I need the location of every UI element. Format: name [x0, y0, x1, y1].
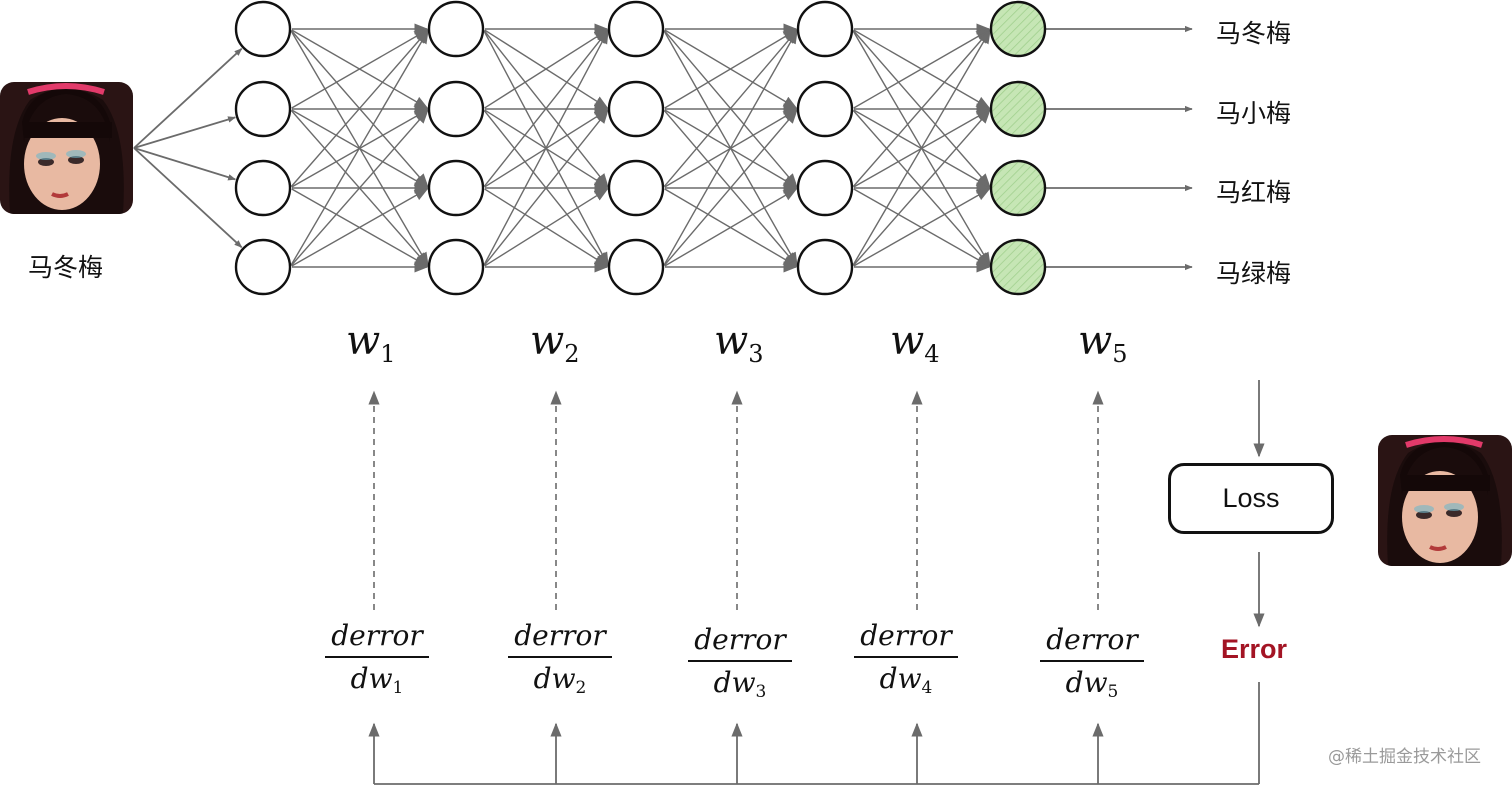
- layer-edge-3-2-1: [664, 29, 798, 109]
- output-label-2: 马小梅: [1216, 99, 1292, 128]
- hidden-node-2-1: [427, 0, 485, 58]
- watermark: @稀土掘金技术社区: [1328, 747, 1481, 767]
- output-label-4: 马绿梅: [1216, 259, 1292, 288]
- output-label-3: 马红梅: [1216, 178, 1292, 207]
- input-label: 马冬梅: [28, 253, 104, 282]
- layer-edge-1-4-2: [290, 109, 429, 266]
- input-edge-3: [133, 147, 237, 181]
- gradient-numerator: derror: [854, 618, 958, 658]
- input-face-photo: [0, 82, 133, 214]
- gradient-numerator: derror: [1040, 622, 1144, 662]
- gradient-numerator: derror: [688, 622, 792, 662]
- gradient-denominator: dw4: [879, 662, 933, 698]
- hidden-node-4-2: [796, 80, 854, 138]
- gradient-fraction-3: derror dw3: [688, 622, 792, 711]
- layer-edge-1-3-1: [290, 29, 429, 187]
- layer-edge-3-4-1: [663, 29, 798, 266]
- layer-edge-1-4-3: [291, 188, 429, 267]
- hidden-node-1-4: [234, 238, 292, 296]
- gradient-fraction-5: derror dw5: [1040, 622, 1144, 711]
- hidden-node-2-2: [427, 80, 485, 138]
- gradient-numerator: derror: [325, 618, 429, 658]
- hidden-node-2-3: [427, 159, 485, 217]
- hidden-node-3-3: [607, 159, 665, 217]
- output-node-2: [989, 80, 1047, 138]
- target-face-photo: [1378, 435, 1512, 566]
- weight-label-5: w5: [1078, 318, 1128, 368]
- input-edge-2: [133, 116, 237, 149]
- gradient-fraction-2: derror dw2: [508, 618, 612, 707]
- layer-edge-2-3-1: [483, 29, 609, 187]
- network-nodes: [234, 0, 1047, 296]
- input-edge-1: [133, 48, 243, 149]
- hidden-node-4-3: [796, 159, 854, 217]
- weight-label-4: w4: [890, 318, 940, 368]
- gradient-numerator: derror: [508, 618, 612, 658]
- layer-edge-4-4-3: [853, 188, 991, 267]
- hidden-node-1-3: [234, 159, 292, 217]
- hidden-node-3-4: [607, 238, 665, 296]
- weight-label-1: w1: [346, 318, 396, 368]
- weight-label-3: w3: [714, 318, 764, 368]
- hidden-node-1-1: [234, 0, 292, 58]
- connection-edges: [133, 23, 1193, 273]
- layer-edge-4-3-1: [852, 29, 991, 187]
- layer-edge-3-4-2: [663, 109, 798, 266]
- layer-edge-2-4-2: [483, 109, 609, 266]
- error-label: Error: [1221, 634, 1288, 664]
- layer-edge-2-4-1: [483, 29, 609, 266]
- gradient-denominator: dw5: [1065, 666, 1119, 702]
- output-label-1: 马冬梅: [1216, 19, 1292, 48]
- layer-edge-4-4-1: [852, 29, 991, 266]
- gradient-denominator: dw2: [533, 662, 587, 698]
- loss-box: Loss: [1168, 463, 1334, 534]
- layer-edge-1-2-1: [291, 29, 429, 109]
- layer-edge-3-4-3: [664, 188, 798, 267]
- hidden-node-1-2: [234, 80, 292, 138]
- hidden-node-3-2: [607, 80, 665, 138]
- weight-label-2: w2: [530, 318, 580, 368]
- layer-edge-1-4-1: [290, 29, 429, 266]
- layer-edge-4-2-1: [853, 29, 991, 109]
- hidden-node-2-4: [427, 238, 485, 296]
- gradient-fraction-4: derror dw4: [854, 618, 958, 707]
- backprop-arrows: [368, 380, 1265, 785]
- output-node-4: [989, 238, 1047, 296]
- hidden-node-4-1: [796, 0, 854, 58]
- gradient-denominator: dw1: [350, 662, 404, 698]
- layer-edge-4-4-2: [852, 109, 991, 266]
- input-edge-4: [133, 147, 243, 248]
- output-node-1: [989, 0, 1047, 58]
- gradient-denominator: dw3: [713, 666, 767, 702]
- layer-edge-2-2-1: [484, 29, 609, 109]
- layer-edge-3-3-1: [663, 29, 798, 187]
- gradient-fraction-1: derror dw1: [325, 618, 429, 707]
- hidden-node-4-4: [796, 238, 854, 296]
- output-node-3: [989, 159, 1047, 217]
- loss-label: Loss: [1222, 483, 1280, 513]
- hidden-node-3-1: [607, 0, 665, 58]
- layer-edge-2-4-3: [484, 188, 609, 267]
